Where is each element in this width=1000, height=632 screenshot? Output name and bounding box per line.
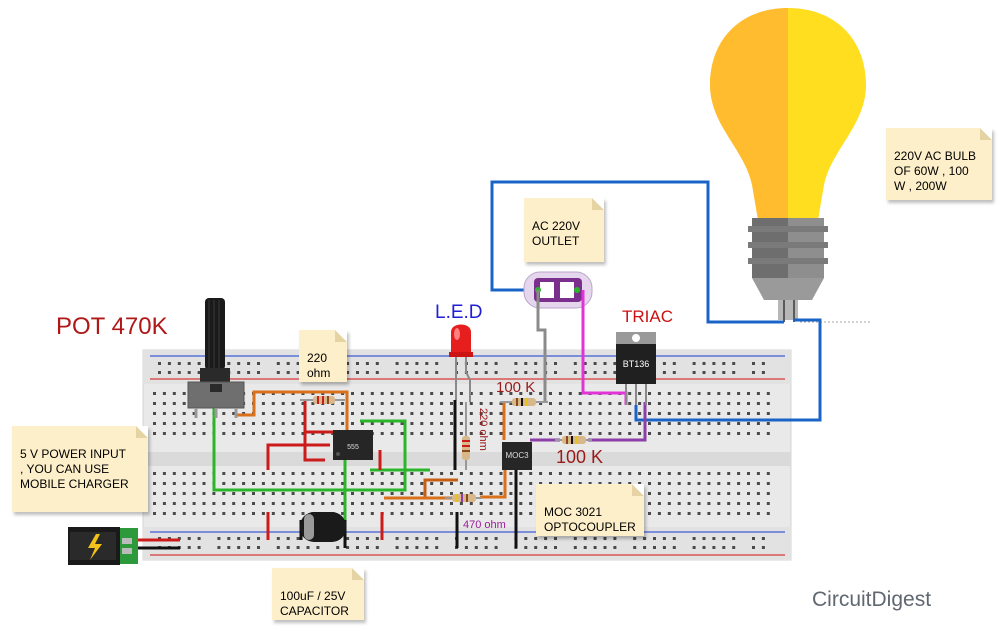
resistor-220-vertical (462, 402, 470, 470)
resistor-100k-bottom-label: 100 K (556, 447, 603, 467)
ic-555-label: 555 (347, 444, 359, 451)
note-ac-outlet-text: AC 220V OUTLET (532, 219, 581, 248)
note-moc: MOC 3021 OPTOCOUPLER (536, 484, 644, 536)
ic-555: 555 (333, 430, 373, 460)
note-220-ohm: 220 ohm (299, 330, 347, 382)
note-220-text: 220 ohm (307, 351, 331, 380)
resistor-100k-top-label: 100 K (496, 379, 535, 396)
moc-chip-label: MOC3 (505, 451, 529, 460)
triac-bt136: BT136 (616, 332, 656, 405)
ac-outlet (523, 271, 593, 309)
moc-3021: MOC3 (502, 442, 532, 470)
note-moc-text: MOC 3021 OPTOCOUPLER (544, 505, 636, 534)
note-bulb: 220V AC BULB OF 60W , 100 W , 200W (886, 128, 992, 200)
led-label: L.E.D (435, 302, 483, 323)
note-capacitor-text: 100uF / 25V CAPACITOR (280, 589, 349, 618)
resistor-100k-bottom (555, 436, 592, 444)
ac-wires (490, 180, 822, 422)
lightning-icon (88, 534, 102, 560)
note-ac-outlet: AC 220V OUTLET (524, 198, 604, 262)
resistor-220-vertical-label: 220 ohm (477, 408, 489, 451)
capacitor (300, 512, 346, 542)
note-power-text: 5 V POWER INPUT , YOU CAN USE MOBILE CHA… (20, 447, 129, 491)
note-power-input: 5 V POWER INPUT , YOU CAN USE MOBILE CHA… (12, 426, 148, 512)
triac-part-label: BT136 (623, 359, 650, 369)
potentiometer (187, 298, 245, 418)
resistor-100k-top (500, 398, 548, 406)
triac-label: TRIAC (622, 307, 673, 326)
resistor-220-top (300, 396, 345, 404)
pot-label: POT 470K (56, 313, 168, 340)
circuitdigest-logo: CircuitDigest (812, 588, 931, 612)
note-bulb-text: 220V AC BULB OF 60W , 100 W , 200W (894, 149, 977, 193)
led (449, 324, 473, 402)
light-bulb (710, 8, 870, 323)
brand-name: CircuitDigest (812, 588, 932, 611)
resistor-470 (445, 494, 482, 502)
note-capacitor: 100uF / 25V CAPACITOR (272, 568, 364, 620)
resistor-470-label: 470 ohm (463, 519, 506, 531)
power-jack (68, 527, 138, 565)
